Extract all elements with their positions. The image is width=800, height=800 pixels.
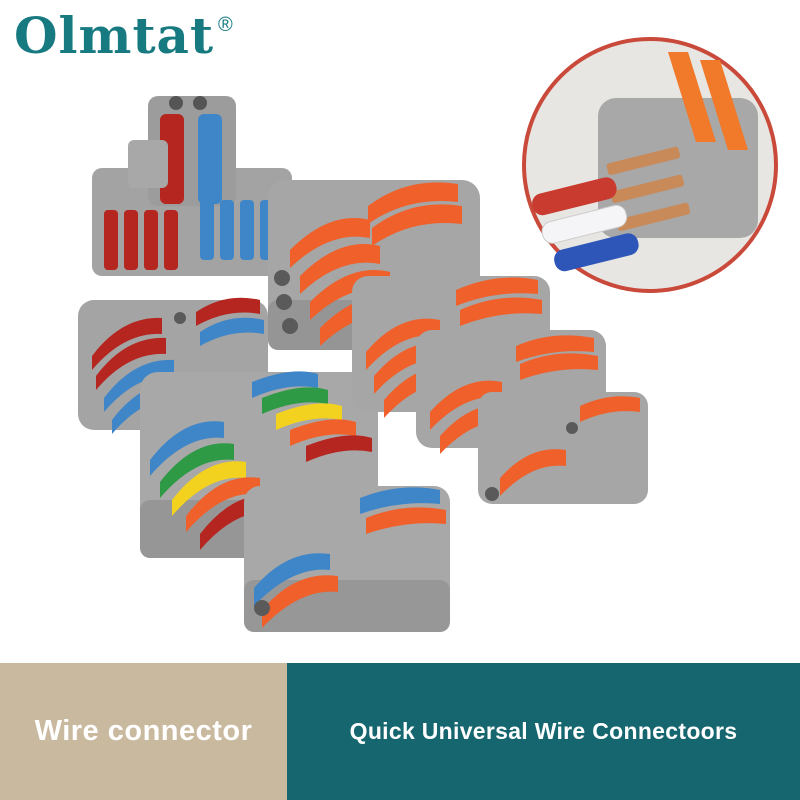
brand-logo: Olmtat® xyxy=(14,6,234,65)
registered-mark: ® xyxy=(218,14,234,36)
brand-name: Olmtat xyxy=(14,6,215,65)
footer-right-panel: Quick Universal Wire Connectoors xyxy=(287,663,800,800)
wire-connector-label: Wire connector xyxy=(34,715,253,747)
blue-orange-connector xyxy=(244,486,450,632)
orange-connector-1way xyxy=(478,392,648,504)
footer-left-panel: Wire connector xyxy=(0,663,287,800)
inset-wire-detail xyxy=(522,37,778,293)
footer-band: Wire connector Quick Universal Wire Conn… xyxy=(0,663,800,800)
tagline-label: Quick Universal Wire Connectoors xyxy=(349,718,738,744)
splitter-connector xyxy=(92,96,292,276)
product-photo xyxy=(78,37,778,632)
